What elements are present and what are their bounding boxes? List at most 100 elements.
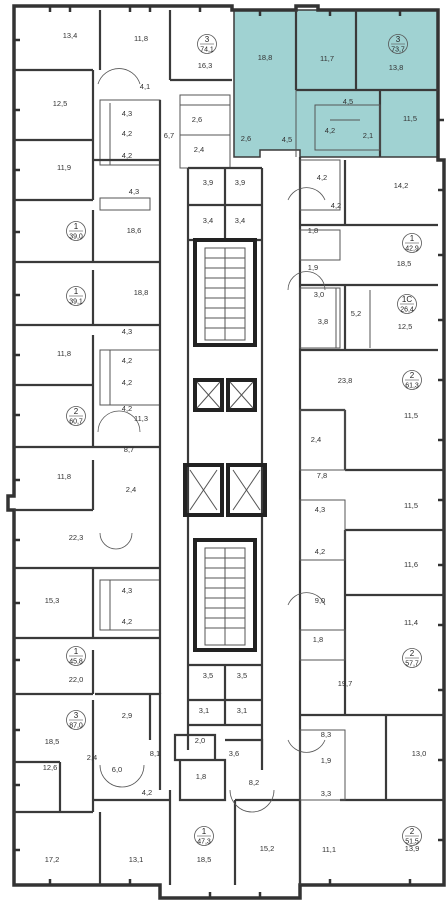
apartment-rooms: 3 <box>74 711 79 720</box>
room-area-label: 13,4 <box>63 31 78 40</box>
room-area-label: 8,7 <box>124 445 134 454</box>
apartment-total-area: 39,0 <box>69 234 83 241</box>
apartment-rooms: 3 <box>205 35 210 44</box>
apartment-badge-apt-1-42-9[interactable]: 142,9 <box>402 233 422 253</box>
apartment-badge-circle <box>66 646 86 666</box>
room-area-label: 2,4 <box>126 485 136 494</box>
room-area-label: 4,2 <box>122 617 132 626</box>
room-area-label: 4,2 <box>122 356 132 365</box>
room-area-label: 11,5 <box>404 501 418 510</box>
room-area-label: 3,1 <box>199 706 209 715</box>
apartment-total-area: 60,7 <box>69 419 83 426</box>
room-area-label: 22,3 <box>69 533 84 542</box>
room-area-label: 3,5 <box>203 671 213 680</box>
room-area-label: 9,0 <box>315 596 325 605</box>
room-area-label: 4,3 <box>129 187 139 196</box>
apartment-badge-circle <box>402 648 422 668</box>
apartment-rooms: 2 <box>410 827 415 836</box>
apartment-rooms: 2 <box>410 649 415 658</box>
room-area-label: 13,0 <box>412 749 427 758</box>
room-area-label: 4,2 <box>325 126 335 135</box>
room-area-label: 2,1 <box>363 131 373 140</box>
room-area-label: 18,5 <box>197 855 212 864</box>
apartment-badge-apt-2-61-3[interactable]: 261,3 <box>402 370 422 390</box>
apartment-badge-apt-2-57-7[interactable]: 257,7 <box>402 648 422 668</box>
apartment-badge-apt-1-45-8[interactable]: 145,8 <box>66 646 86 666</box>
apartment-badge-apt-2-60-7[interactable]: 260,7 <box>66 406 86 426</box>
room-area-label: 3,6 <box>229 749 239 758</box>
apartment-badge-circle <box>194 826 214 846</box>
room-area-label: 4,3 <box>122 586 132 595</box>
room-area-label: 11,7 <box>320 54 334 63</box>
room-area-label: 15,3 <box>45 596 60 605</box>
room-area-label: 4,2 <box>315 547 325 556</box>
room-area-label: 1,8 <box>308 226 318 235</box>
room-area-label: 4,3 <box>122 327 132 336</box>
apartment-total-area: 57,7 <box>405 661 419 668</box>
facade-windows <box>14 6 444 898</box>
apartment-badge-circle <box>402 370 422 390</box>
room-area-label: 3,1 <box>237 706 247 715</box>
room-area-label: 11,8 <box>57 349 71 358</box>
room-area-label: 3,8 <box>318 317 328 326</box>
apartment-badge-apt-2-51-5[interactable]: 251,5 <box>402 826 422 846</box>
room-area-label: 4,2 <box>331 201 341 210</box>
room-area-label: 4,2 <box>122 129 132 138</box>
apartment-badge-circle <box>66 286 86 306</box>
room-area-label: 13,9 <box>405 844 420 853</box>
room-area-label: 3,4 <box>235 216 245 225</box>
apartment-badge-apt-3-74-1[interactable]: 374,1 <box>197 34 217 54</box>
room-area-label: 12,5 <box>398 322 413 331</box>
left-wing-walls <box>14 10 232 885</box>
apartment-badge-apt-3-73-7[interactable]: 373,7 <box>388 34 408 54</box>
room-area-label: 11,5 <box>403 114 417 123</box>
room-area-label: 1,9 <box>308 263 318 272</box>
room-area-label: 11,3 <box>134 414 148 423</box>
apartment-rooms: 1 <box>74 647 79 656</box>
apartment-total-area: 42,9 <box>405 246 419 253</box>
highlighted-apartment[interactable] <box>233 9 439 158</box>
room-area-label: 4,3 <box>122 109 132 118</box>
apartment-total-area: 26,4 <box>400 307 414 314</box>
room-area-label: 11,8 <box>57 472 71 481</box>
room-area-label: 11,6 <box>404 560 418 569</box>
apartment-badge-apt-1-39-0[interactable]: 139,0 <box>66 221 86 241</box>
room-area-label: 11,5 <box>404 411 418 420</box>
apartment-badge-apt-1-47-3[interactable]: 147,3 <box>194 826 214 846</box>
apartment-badge-circle <box>402 233 422 253</box>
room-area-label: 2,6 <box>241 134 251 143</box>
apartment-total-area: 87,0 <box>69 723 83 730</box>
room-area-label: 2,6 <box>192 115 202 124</box>
apartment-rooms: 1 <box>202 827 207 836</box>
room-area-label: 3,4 <box>203 216 213 225</box>
room-area-label: 22,0 <box>69 675 84 684</box>
apartment-total-area: 73,7 <box>391 47 405 54</box>
room-area-label: 7,8 <box>317 471 327 480</box>
room-area-label: 11,4 <box>404 618 418 627</box>
apartment-total-area: 51,5 <box>405 839 419 846</box>
room-area-label: 12,6 <box>43 763 58 772</box>
apartment-badge-circle <box>66 221 86 241</box>
room-area-label: 18,5 <box>45 737 60 746</box>
apartment-badge-apt-3-87-0[interactable]: 387,0 <box>66 710 86 730</box>
room-area-label: 12,5 <box>53 99 68 108</box>
room-area-label: 13,1 <box>129 855 144 864</box>
apartment-rooms: 1 <box>74 222 79 231</box>
room-area-label: 2,4 <box>87 753 97 762</box>
apartment-total-area: 39,1 <box>69 299 83 306</box>
room-area-label: 11,9 <box>57 163 71 172</box>
apartment-rooms: 2 <box>74 407 79 416</box>
apartment-badge-circle <box>388 34 408 54</box>
apartment-badge-apt-1-39-1[interactable]: 139,1 <box>66 286 86 306</box>
room-area-label: 4,2 <box>142 788 152 797</box>
room-area-label: 6,7 <box>164 131 174 140</box>
apartment-rooms: 3 <box>396 35 401 44</box>
room-area-label: 3,3 <box>321 789 331 798</box>
room-area-label: 3,9 <box>235 178 245 187</box>
room-area-label: 3,5 <box>237 671 247 680</box>
room-area-label: 8,2 <box>249 778 259 787</box>
